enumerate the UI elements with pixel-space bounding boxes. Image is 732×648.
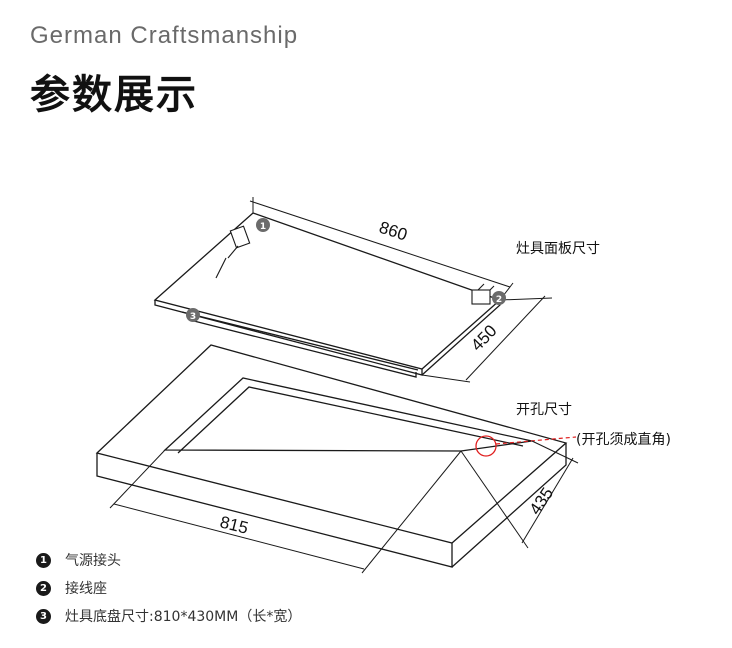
cutout-width-label: 815: [218, 512, 250, 537]
cutout-inner-edge: [177, 386, 524, 454]
panel-depth-label: 450: [467, 321, 500, 355]
page-title: 参数展示: [30, 72, 198, 118]
cutout-note: (开孔须成直角): [576, 431, 671, 448]
legend-item-gas-connector: 1 气源接头: [36, 546, 301, 574]
legend-text: 灶具底盘尺寸:810*430MM（长*宽）: [65, 609, 302, 625]
cutout-depth-dimension: [460, 440, 579, 549]
panel-front-edge: [154, 300, 423, 376]
cutout-depth-label: 435: [526, 484, 558, 518]
panel-top-face: [153, 212, 502, 370]
gas-connector: [215, 225, 251, 279]
legend-item-terminal-block: 2 接线座: [36, 574, 301, 602]
svg-text:1: 1: [260, 222, 266, 232]
countertop-front-edge: [96, 453, 453, 568]
panel-chassis: [181, 311, 419, 371]
legend-number-badge: 2: [36, 580, 51, 596]
legend-item-chassis-size: 3 灶具底盘尺寸:810*430MM（长*宽）: [36, 602, 301, 630]
panel-depth-dimension: [421, 295, 553, 383]
right-angle-marker: [475, 435, 497, 457]
legend: 1 气源接头 2 接线座 3 灶具底盘尺寸:810*430MM（长*宽）: [36, 546, 301, 630]
callout-1: 1: [256, 218, 270, 232]
cutout-size-label: 开孔尺寸: [516, 402, 572, 418]
svg-text:3: 3: [190, 312, 196, 322]
callout-3: 3: [186, 308, 200, 322]
legend-number-badge: 3: [36, 608, 51, 624]
legend-text: 接线座: [65, 581, 107, 597]
cutout-width-dimension: [109, 449, 462, 574]
callout-2: 2: [492, 291, 506, 305]
brand-subtitle: German Craftsmanship: [30, 22, 299, 49]
terminal-block: [471, 283, 495, 305]
panel-width-label: 860: [377, 218, 410, 245]
countertop-right-edge: [451, 443, 567, 568]
right-angle-leader: [495, 436, 577, 445]
countertop: [95, 344, 568, 568]
legend-text: 气源接头: [65, 553, 121, 569]
legend-number-badge: 1: [36, 552, 51, 568]
svg-text:2: 2: [496, 295, 502, 305]
panel-size-label: 灶具面板尺寸: [516, 241, 600, 257]
